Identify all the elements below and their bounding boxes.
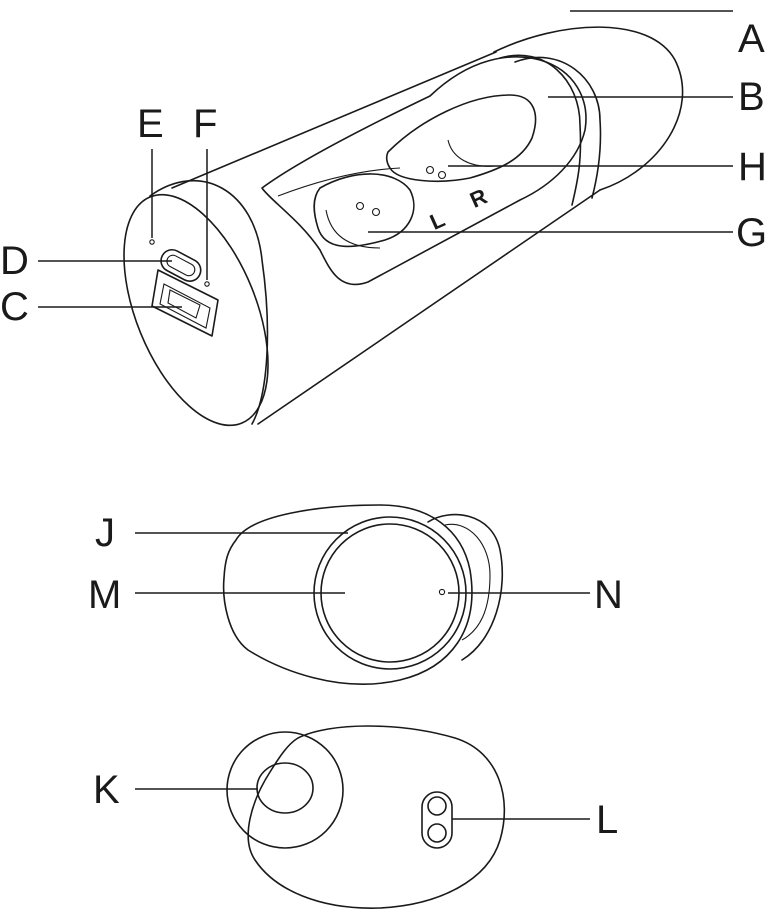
label-f: F — [193, 102, 217, 146]
case-far-end-rim — [514, 56, 602, 199]
label-g: G — [736, 211, 767, 255]
right-bud-recess-curve — [447, 139, 496, 167]
earbud-body-outline — [222, 504, 473, 685]
eartip-nozzle — [256, 762, 314, 814]
charging-case: L R — [123, 26, 684, 427]
right-bud-pogo-pin-2 — [437, 170, 447, 180]
left-bud-pogo-pin-1 — [355, 201, 365, 211]
callout-labels: A B H G E F D C J M N K L — [0, 17, 767, 842]
microphone-hole — [438, 588, 446, 596]
charging-contact-2 — [427, 823, 447, 843]
function-button[interactable] — [157, 246, 204, 285]
label-j: J — [95, 511, 115, 555]
case-cradle-outline — [261, 56, 587, 286]
case-far-end-cap — [493, 26, 684, 191]
earbud-outer-view — [222, 504, 504, 685]
leader-lines — [38, 10, 733, 820]
case-top-edge — [171, 51, 497, 189]
label-l: L — [596, 798, 618, 842]
label-b: B — [738, 75, 765, 119]
case-cradle-inner-lip — [277, 167, 401, 197]
earbud-eartip-side — [427, 513, 504, 661]
case-front-face — [123, 193, 269, 427]
case-end-band — [499, 54, 582, 206]
label-d: D — [0, 239, 29, 283]
case-front-rim — [149, 179, 269, 425]
left-bud-recess-curve — [325, 209, 381, 249]
charging-contact-1 — [427, 796, 447, 816]
charging-contacts-housing — [421, 791, 453, 849]
left-bud-pogo-pin-2 — [371, 207, 381, 217]
right-bud-mark: R — [466, 183, 491, 212]
label-a: A — [738, 17, 765, 61]
label-c: C — [0, 285, 29, 329]
indicator-led-f — [204, 281, 210, 287]
eartip-outer — [226, 731, 344, 849]
case-bottom-edge — [257, 189, 601, 425]
right-bud-pogo-pin-1 — [425, 165, 435, 175]
indicator-led-e — [149, 239, 155, 245]
label-e: E — [137, 102, 164, 146]
label-k: K — [93, 768, 120, 812]
usb-charging-port[interactable] — [151, 269, 219, 337]
earbud-eartip-inner — [444, 523, 491, 641]
earbud-inner-view — [226, 725, 506, 909]
left-bud-mark: L — [426, 206, 448, 234]
earbud-inner-body-outline — [247, 725, 506, 909]
label-m: M — [88, 573, 121, 617]
label-n: N — [594, 573, 623, 617]
right-bud-recess — [385, 94, 537, 182]
label-h: H — [738, 145, 767, 189]
left-bud-recess — [313, 173, 415, 248]
